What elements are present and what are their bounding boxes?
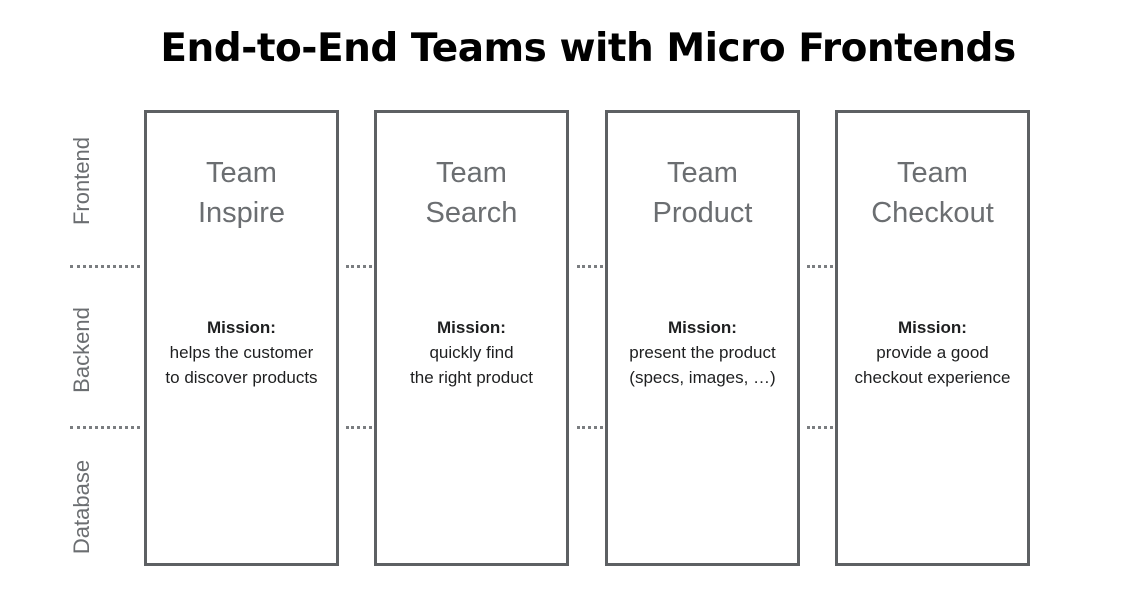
layer-divider: [577, 426, 603, 429]
mission-text-line1: provide a good: [876, 343, 989, 362]
team-box-product: Team Product Mission: present the produc…: [605, 110, 800, 566]
layer-label-backend: Backend: [69, 307, 94, 393]
layer-divider: [807, 426, 833, 429]
layer-label-database: Database: [69, 459, 94, 555]
team-box-inspire: Team Inspire Mission: helps the customer…: [144, 110, 339, 566]
mission-text-line2: to discover products: [165, 368, 318, 387]
team-name-line2: Product: [652, 197, 753, 229]
team-name-line1: Team: [436, 157, 507, 189]
mission-text-line2: checkout experience: [854, 368, 1011, 387]
diagram-title: End-to-End Teams with Micro Frontends: [160, 26, 1016, 71]
team-box-checkout: Team Checkout Mission: provide a good ch…: [835, 110, 1030, 566]
layer-divider: [70, 426, 140, 429]
mission-text-line2: (specs, images, …): [629, 368, 776, 387]
team-mission: Mission: provide a good checkout experie…: [838, 315, 1027, 390]
mission-text-line1: helps the customer: [169, 343, 314, 362]
team-mission: Mission: present the product (specs, ima…: [608, 315, 797, 390]
mission-text-line1: present the product: [629, 343, 776, 362]
layer-divider: [807, 265, 833, 268]
team-name-line1: Team: [897, 157, 968, 189]
team-name: Team Inspire: [147, 153, 336, 233]
mission-title: Mission:: [668, 318, 737, 337]
team-mission: Mission: helps the customer to discover …: [147, 315, 336, 390]
mission-title: Mission:: [437, 318, 506, 337]
team-name: Team Product: [608, 153, 797, 233]
mission-text-line1: quickly find: [429, 343, 514, 362]
layer-label-frontend: Frontend: [69, 136, 94, 226]
team-name-line1: Team: [667, 157, 738, 189]
layer-divider: [346, 426, 372, 429]
layer-divider: [577, 265, 603, 268]
team-name-line2: Search: [425, 197, 518, 229]
mission-title: Mission:: [207, 318, 276, 337]
team-mission: Mission: quickly find the right product: [377, 315, 566, 390]
mission-title: Mission:: [898, 318, 967, 337]
layer-divider: [70, 265, 140, 268]
team-name-line2: Inspire: [197, 197, 286, 229]
team-name: Team Checkout: [838, 153, 1027, 233]
team-name: Team Search: [377, 153, 566, 233]
team-name-line1: Team: [206, 157, 277, 189]
team-box-search: Team Search Mission: quickly find the ri…: [374, 110, 569, 566]
team-name-line2: Checkout: [871, 197, 994, 229]
mission-text-line2: the right product: [410, 368, 533, 387]
layer-divider: [346, 265, 372, 268]
